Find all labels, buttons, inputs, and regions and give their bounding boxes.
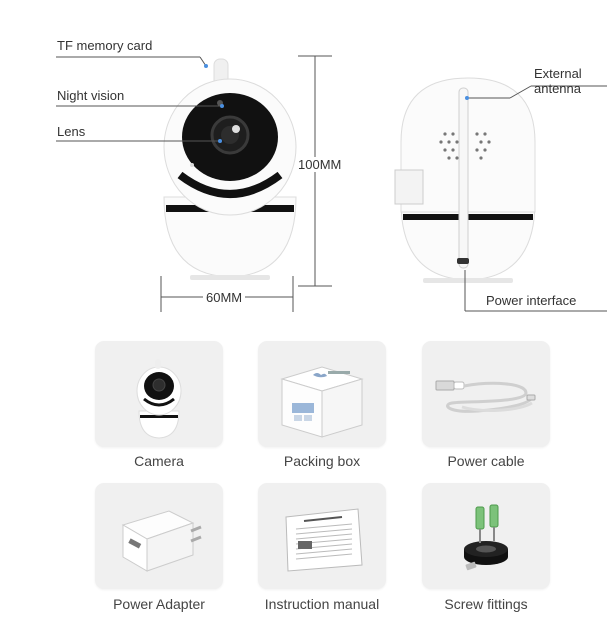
label-external-antenna-line2: antenna: [534, 81, 581, 96]
item-label-packing-box: Packing box: [283, 453, 361, 469]
item-card-power-adapter: [95, 483, 223, 589]
label-tf-memory-card: TF memory card: [57, 38, 153, 53]
manual-icon: [285, 508, 363, 572]
box-icon: [280, 366, 364, 438]
cable-icon: [435, 380, 536, 413]
camera-icon: [136, 359, 182, 439]
width-dimension-label: 60MM: [203, 290, 246, 305]
label-lens: Lens: [57, 124, 86, 139]
item-card-screw-fittings: [422, 483, 550, 589]
callout-lines-left: [0, 0, 240, 150]
item-card-instruction-manual: [258, 483, 386, 589]
item-label-camera: Camera: [134, 453, 184, 469]
item-label-power-cable: Power cable: [447, 453, 525, 469]
height-dimension-label: 100MM: [298, 157, 342, 172]
item-card-packing-box: [258, 341, 386, 447]
item-label-instruction-manual: Instruction manual: [264, 596, 380, 612]
front-camera-illustration: [150, 55, 310, 285]
item-card-camera: [95, 341, 223, 447]
item-label-power-adapter: Power Adapter: [113, 596, 205, 612]
item-card-power-cable: [422, 341, 550, 447]
adapter-icon: [121, 510, 202, 572]
label-power-interface: Power interface: [486, 293, 577, 308]
label-external-antenna-line1: External: [534, 66, 582, 81]
screw-icon: [464, 504, 508, 571]
back-camera-illustration: [393, 72, 543, 292]
label-night-vision: Night vision: [57, 88, 125, 103]
callout-lines-right: [455, 80, 607, 320]
item-label-screw-fittings: Screw fittings: [444, 596, 528, 612]
